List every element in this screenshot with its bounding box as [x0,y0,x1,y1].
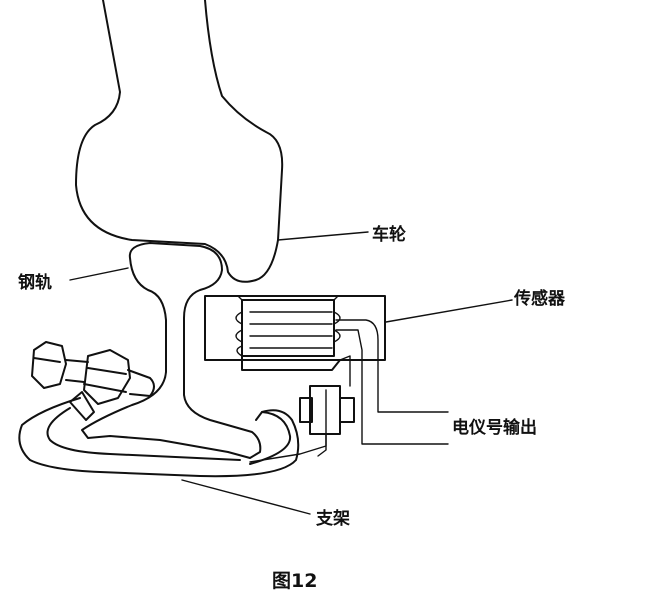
label-output: 电仪号输出 [452,417,537,438]
bracket [18,389,327,478]
leader-lines [69,231,513,515]
wheel [75,0,284,283]
label-bracket: 支架 [316,508,350,529]
label-wheel: 车轮 [372,224,406,245]
label-rail: 钢轨 [18,272,52,293]
bolt-assembly [31,341,155,421]
output-wires [335,319,449,445]
mounting-block [299,385,355,457]
figure-caption: 图12 [272,570,317,592]
rail [81,242,262,459]
sensor [204,295,386,371]
label-sensor: 传感器 [513,288,566,309]
